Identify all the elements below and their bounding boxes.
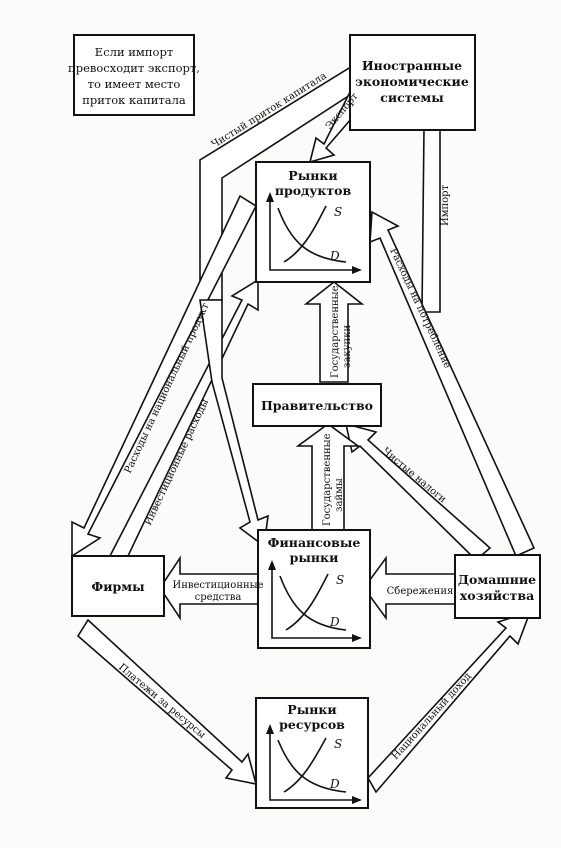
import-note-line: Если импорт bbox=[95, 45, 173, 59]
demand-label: D bbox=[329, 777, 340, 791]
investment-funds-arrow bbox=[159, 555, 263, 621]
financial-market-graph: S D bbox=[268, 560, 362, 642]
product-markets-title: Рынки bbox=[288, 168, 337, 183]
financial-markets-title: Финансовые bbox=[268, 535, 361, 550]
resource-markets-box bbox=[255, 697, 369, 809]
resource-payments-arrow bbox=[76, 618, 258, 786]
import-label: Импорт bbox=[440, 184, 451, 226]
consumption-spending-label: Расходы на потребление bbox=[387, 247, 452, 371]
government-purchases-label: Государственные bbox=[330, 285, 341, 378]
national-product-spending-arrow bbox=[71, 194, 258, 558]
government-box bbox=[252, 383, 382, 427]
investment-funds-label: Инвестиционные bbox=[172, 580, 263, 591]
households-box bbox=[454, 554, 541, 619]
consumption-spending-arrow bbox=[369, 210, 536, 558]
demand-label: D bbox=[329, 615, 340, 629]
import-note-line: превосходит экспорт, bbox=[68, 61, 200, 75]
import-note-line: то имеет место bbox=[88, 77, 181, 91]
financial-markets-box bbox=[257, 529, 371, 649]
foreign-economies-box bbox=[349, 34, 476, 131]
financial-markets-title: рынки bbox=[290, 550, 339, 565]
households-title: Домашние bbox=[458, 572, 536, 587]
households-title: хозяйства bbox=[460, 588, 534, 603]
government-purchases-label: закупки bbox=[342, 325, 353, 368]
product-market-graph: S D bbox=[266, 192, 362, 274]
government-loans-label: Государственные bbox=[322, 433, 333, 526]
resource-markets-title: Рынки bbox=[287, 702, 336, 717]
net-taxes-arrow bbox=[344, 422, 492, 562]
resource-markets-title: ресурсов bbox=[279, 717, 345, 732]
resource-payments-label: Платежи за ресурсы bbox=[116, 662, 207, 741]
government-loans-arrow bbox=[295, 423, 361, 531]
foreign-economies-line: системы bbox=[380, 90, 444, 105]
product-markets-box bbox=[255, 161, 371, 283]
national-income-label: Национальный доход bbox=[390, 671, 474, 762]
savings-arrow bbox=[363, 555, 457, 621]
demand-label: D bbox=[329, 249, 340, 263]
product-markets-title: продуктов bbox=[275, 183, 352, 198]
foreign-economies-line: экономические bbox=[355, 74, 469, 89]
supply-label: S bbox=[334, 737, 342, 751]
supply-label: S bbox=[336, 573, 344, 587]
national-income-arrow bbox=[367, 610, 532, 794]
government-loans-label: займы bbox=[334, 478, 345, 512]
foreign-economies-line: Иностранные bbox=[362, 58, 462, 73]
government-title: Правительство bbox=[261, 398, 373, 413]
firms-box bbox=[71, 555, 165, 617]
import-note-box bbox=[73, 34, 195, 116]
investment-funds-label: средства bbox=[195, 592, 242, 603]
supply-label: S bbox=[334, 205, 342, 219]
firms-title: Фирмы bbox=[91, 579, 145, 594]
savings-label: Сбережения bbox=[387, 586, 454, 597]
government-purchases-arrow bbox=[303, 280, 365, 383]
import-note-line: приток капитала bbox=[82, 93, 186, 107]
resource-market-graph: S D bbox=[266, 724, 362, 804]
